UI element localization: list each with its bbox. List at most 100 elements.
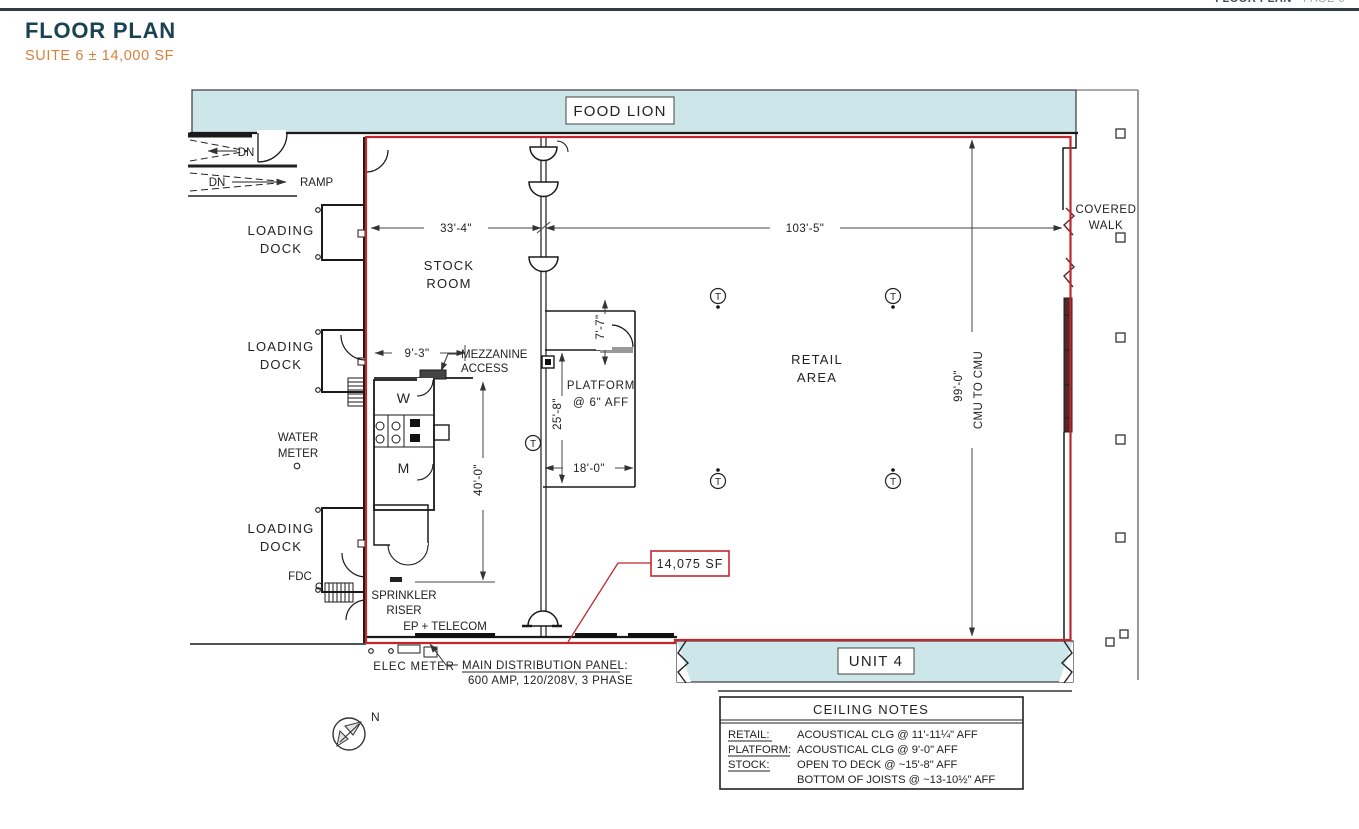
ceiling-row-4-text: BOTTOM OF JOISTS @ ~13-10½" AFF [797, 774, 995, 786]
running-header-bold: FLOOR PLAN [1215, 0, 1292, 5]
top-door-gap [257, 130, 286, 136]
mdp-line1: MAIN DISTRIBUTION PANEL: [462, 660, 628, 672]
water-meter-line1: WATER [278, 432, 318, 444]
suite-boundary [364, 135, 1072, 645]
thermostat-4: T [884, 468, 902, 490]
ramp-label-box [296, 171, 344, 186]
ramps: DN DN RAMP [188, 139, 344, 197]
opening-arc-3 [528, 256, 559, 273]
double-door-gap [390, 543, 428, 547]
dim-gap-3 [950, 332, 986, 448]
fdc-symbol [315, 582, 323, 590]
thermostat-4-letter: T [890, 477, 896, 488]
thermostat-3: T [709, 468, 727, 490]
north-arrow-circle [332, 717, 366, 751]
womens-label: W [397, 390, 411, 406]
loading-dock-3-line2: DOCK [260, 539, 302, 554]
dimensions: 33'-4" 103'-5" 99'-0" CMU TO CMU 40'-0" … [370, 139, 1063, 637]
toilet-2 [391, 421, 401, 431]
food-lion-label: FOOD LION [573, 103, 666, 120]
double-door-arc-r [407, 544, 429, 566]
ramp-label: RAMP [300, 177, 334, 189]
dock3-door-notch [357, 539, 366, 548]
dn-label-2: DN [209, 177, 226, 189]
restroom-core: W M [373, 369, 473, 566]
right-break-2 [1063, 257, 1075, 288]
unit4-break-left-mask [677, 641, 691, 682]
thermostat-1-letter: T [715, 292, 721, 303]
ramp2-dash-a [189, 172, 289, 183]
dim-mezz-width: 9'-3" [405, 348, 430, 360]
thermostat-4-dot [891, 468, 895, 472]
left-door-low-arc [341, 552, 367, 578]
dock2-recess [321, 329, 364, 393]
lower-room [373, 504, 429, 546]
fdc-label: FDC [288, 571, 312, 583]
w-door-gap [417, 378, 433, 382]
thermostat-5-letter: T [530, 439, 536, 450]
area-sf-label: 14,075 SF [657, 557, 724, 571]
dim-stock-width: 33'-4" [440, 223, 472, 235]
sink-1 [410, 419, 420, 427]
opening-arc-2 [528, 181, 559, 198]
unit4-break-right-mask [1059, 641, 1073, 682]
thermostat-2: T [884, 287, 902, 309]
dim-gap-5 [553, 396, 571, 440]
mdp-line2: 600 AMP, 120/208V, 3 PHASE [468, 675, 633, 687]
area-box [650, 550, 730, 577]
thermostat-1: T [709, 287, 727, 309]
unit4-label: UNIT 4 [849, 653, 903, 670]
top-right-running-header: FLOOR PLAN · PAGE 6 [1215, 0, 1345, 8]
dock1-recess [321, 204, 364, 261]
retail-area-line2: AREA [797, 370, 837, 385]
ep-telecom-label: EP + TELECOM [403, 621, 487, 633]
platform-label-line1: PLATFORM [567, 380, 635, 392]
ramp1-dash-a [189, 139, 249, 152]
dim-gap-2 [770, 219, 840, 236]
thermostat-3-letter: T [715, 477, 721, 488]
platform-device-dot [545, 359, 551, 365]
thermostat-1-dot [716, 305, 720, 309]
ceiling-row-1-label: RETAIL: [728, 729, 769, 741]
tenant-bands: FOOD LION UNIT 4 [191, 89, 1077, 692]
area-leader [567, 562, 652, 643]
restroom-block [373, 379, 435, 511]
water-meter-symbol [293, 462, 301, 470]
thermostat-3-dot [716, 468, 720, 472]
dim-platform-room: 7'-7" [595, 315, 607, 340]
dim-retail-width: 103'-5" [786, 223, 825, 235]
left-door-mid-arc [340, 334, 367, 361]
ramp2-dash-b [189, 181, 289, 192]
unit4-break-right [1060, 640, 1073, 684]
loading-dock-2-line1: LOADING [248, 339, 315, 354]
ceiling-row-2-label: PLATFORM: [728, 744, 791, 756]
mdp-leader [429, 643, 458, 666]
sprinkler-line2: RISER [386, 605, 421, 617]
ep-panel-2 [575, 633, 617, 638]
thermostat-symbols: T T T T T [524, 287, 902, 490]
ceiling-row-1-text: ACOUSTICAL CLG @ 11'-11¼" AFF [797, 729, 978, 741]
sprinkler-riser-symbol [390, 577, 402, 582]
covered-walk-line2: WALK [1089, 220, 1124, 232]
drinking-fountain [433, 424, 450, 441]
thermostat-2-letter: T [890, 292, 896, 303]
dim-gap-4 [474, 458, 492, 510]
north-arrow: N [332, 710, 380, 751]
loading-dock-1-line2: DOCK [260, 241, 302, 256]
mezzanine-leader [440, 353, 458, 372]
opening-arc-1 [529, 146, 558, 162]
mezzanine-line1: MEZZANINE [461, 349, 528, 361]
suite-outline: 14,075 SF [364, 135, 1072, 645]
ceiling-notes-title: CEILING NOTES [813, 702, 929, 717]
left-door-top-arc [365, 149, 389, 173]
top-divider-rule [0, 8, 1359, 11]
loading-dock-1-line1: LOADING [248, 223, 315, 238]
ceiling-notes-table: CEILING NOTES RETAIL: ACOUSTICAL CLG @ 1… [719, 696, 1024, 790]
food-lion-label-box [565, 96, 675, 125]
ep-panel-3 [628, 633, 674, 638]
page-title: FLOOR PLAN [25, 18, 176, 43]
dim-platform-depth: 25'-8" [552, 398, 564, 430]
ep-panel-1 [415, 633, 495, 638]
stock-room-line1: STOCK [424, 258, 475, 273]
